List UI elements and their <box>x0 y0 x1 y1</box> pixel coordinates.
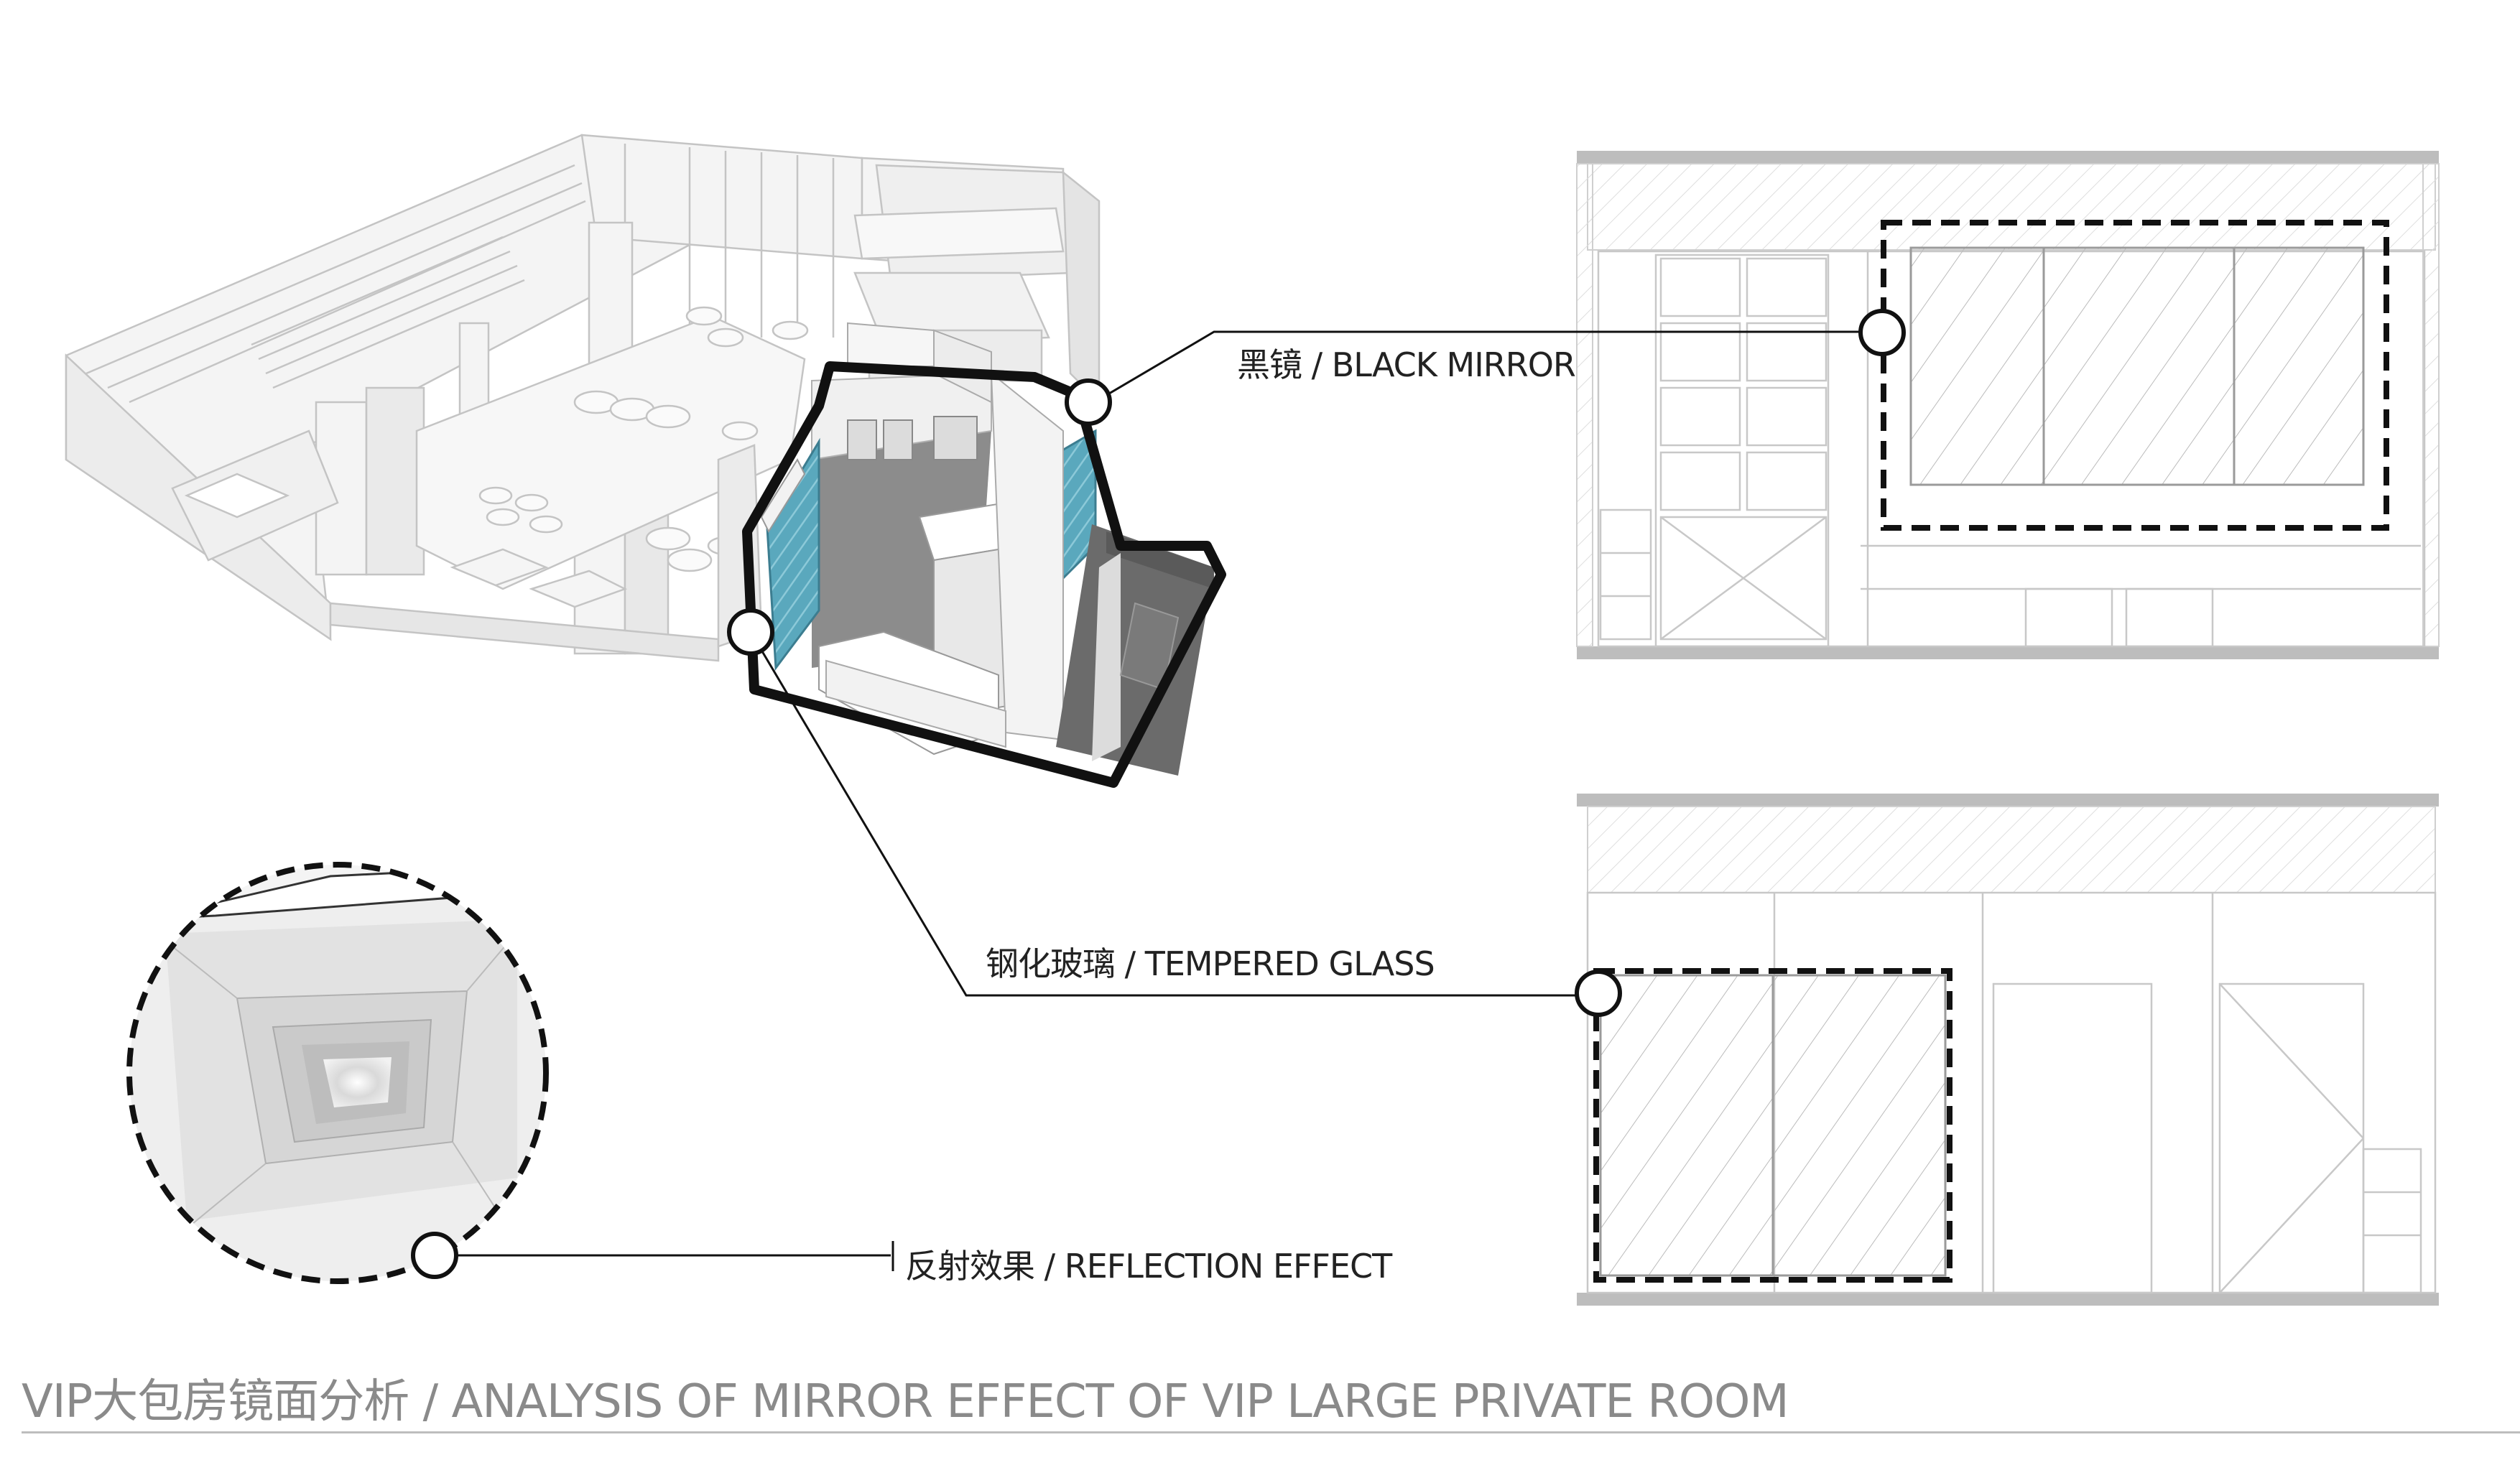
tempered-glass-label: 钢化玻璃 / TEMPERED GLASS <box>986 944 1435 983</box>
leader-lines <box>435 330 1882 1271</box>
callout-markers <box>411 309 1906 1279</box>
marker-glass-elevation <box>1575 970 1622 1017</box>
marker-glass-model <box>727 608 774 656</box>
reflection-effect-label: 反射效果 / REFLECTION EFFECT <box>905 1247 1392 1286</box>
footer-divider <box>22 1431 2520 1433</box>
marker-black-mirror-model <box>1065 378 1112 426</box>
axonometric-floor-plan <box>65 134 1226 788</box>
vip-room <box>742 322 1226 788</box>
marker-black-mirror-elevation <box>1858 309 1906 356</box>
elevation-black-mirror <box>1576 151 2440 659</box>
reflection-effect-detail <box>126 862 549 1284</box>
marker-reflection <box>411 1232 458 1279</box>
elevation-tempered-glass <box>1577 794 2439 1306</box>
black-mirror-label: 黑镜 / BLACK MIRROR <box>1237 345 1576 384</box>
page-title: VIP大包房镜面分析 / ANALYSIS OF MIRROR EFFECT O… <box>22 1375 1789 1428</box>
